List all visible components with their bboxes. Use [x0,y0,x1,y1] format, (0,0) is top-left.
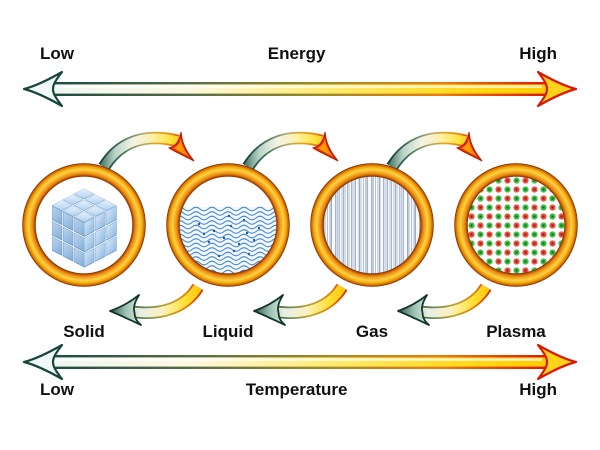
state-labels-row: Solid Liquid Gas Plasma [22,322,578,342]
state-circles-row [22,163,578,287]
energy-low-label: Low [40,44,74,63]
temperature-low-label: Low [40,380,74,399]
temperature-high-label: High [519,380,557,399]
energy-axis-labels: Low Energy High [40,44,557,64]
arrowhead-right [536,344,578,380]
energy-high-label: High [519,44,557,63]
state-label-liquid: Liquid [202,322,254,341]
solid-cube-icon [51,188,117,269]
temperature-axis-label: Temperature [245,380,348,399]
cool-arrow-plasma-to-gas [394,283,498,327]
energy-axis-label: Energy [267,44,326,63]
cool-arrow-liquid-to-solid [106,283,210,327]
temperature-axis-labels: Low Temperature High [40,380,557,400]
state-label-plasma: Plasma [486,322,546,341]
state-circle-plasma [454,163,578,287]
cool-arrow-gas-to-liquid [250,283,354,327]
state-circle-solid [22,163,146,287]
arrowhead-left [22,344,64,380]
gas-streaks-icon [323,176,421,274]
state-circle-liquid [166,163,290,287]
temperature-axis-arrow [22,344,578,380]
state-label-solid: Solid [63,322,105,341]
state-circle-gas [310,163,434,287]
energy-axis-arrow [22,71,578,107]
liquid-waves-icon [179,206,277,274]
plasma-particles-icon [467,176,565,274]
arrowhead-right [536,71,578,107]
state-label-gas: Gas [355,322,389,341]
arrowhead-left [22,71,64,107]
